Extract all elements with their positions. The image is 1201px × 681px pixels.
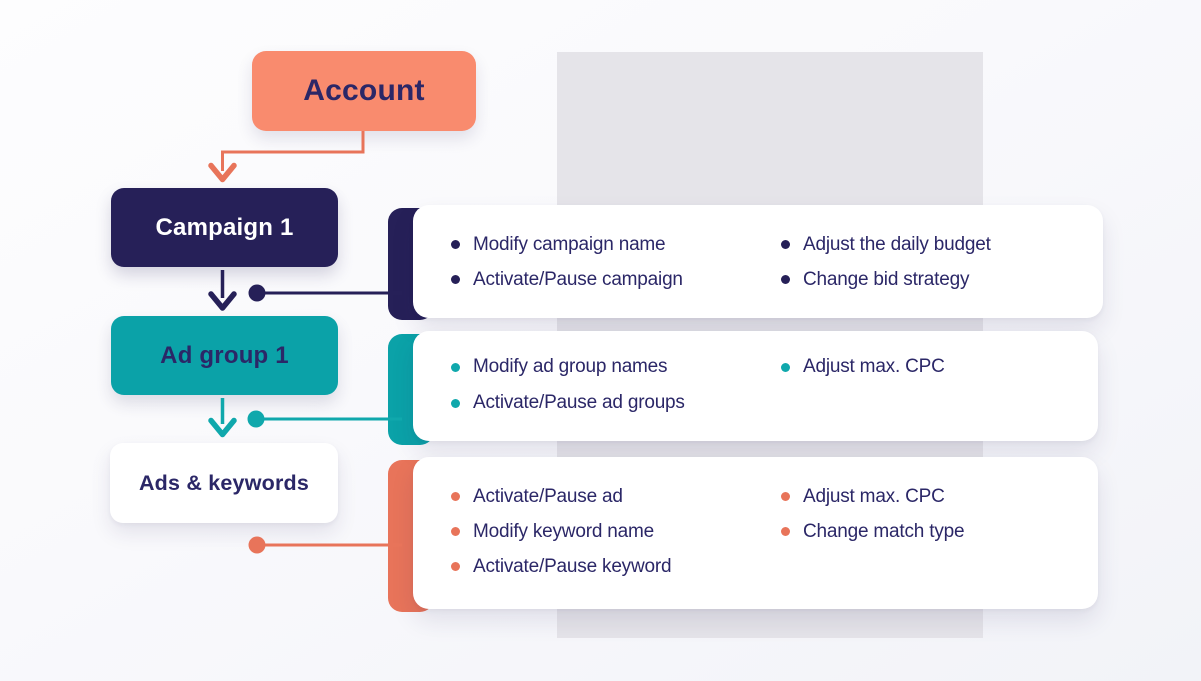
list-item: Activate/Pause campaign bbox=[451, 262, 683, 297]
node-account: Account bbox=[252, 51, 476, 131]
list-item: Change bid strategy bbox=[781, 262, 991, 297]
list-item-label: Activate/Pause ad bbox=[473, 485, 623, 507]
list-item: Adjust the daily budget bbox=[781, 227, 991, 262]
list-item: Activate/Pause ad bbox=[451, 479, 671, 514]
bullet-icon bbox=[451, 562, 460, 571]
list-item: Modify keyword name bbox=[451, 514, 671, 549]
bullet-icon bbox=[451, 398, 460, 408]
node-ad-group-1: Ad group 1 bbox=[111, 316, 338, 395]
bullet-icon bbox=[781, 527, 790, 536]
bullet-icon bbox=[451, 362, 460, 372]
list-item: Adjust max. CPC bbox=[781, 479, 964, 514]
bullet-icon bbox=[451, 275, 460, 284]
connector-dot-icon bbox=[247, 410, 265, 428]
list-item-label: Adjust max. CPC bbox=[803, 356, 945, 377]
connector-dot-icon bbox=[248, 536, 266, 554]
bullet-column-left: Activate/Pause ad Modify keyword name Ac… bbox=[451, 479, 672, 584]
bullet-icon bbox=[781, 240, 790, 249]
bullet-icon bbox=[451, 527, 460, 536]
bullet-column-left: Modify campaign name Activate/Pause camp… bbox=[451, 227, 683, 297]
list-item: Activate/Pause ad groups bbox=[451, 385, 685, 421]
arrow-down-icon bbox=[208, 162, 237, 183]
arrow-down-icon bbox=[208, 291, 237, 311]
list-item: Adjust max. CPC bbox=[781, 349, 945, 385]
bullet-column-right: Adjust max. CPC bbox=[781, 349, 945, 385]
card-adgroup-actions: Modify ad group names Activate/Pause ad … bbox=[413, 331, 1098, 441]
list-item: Modify ad group names bbox=[451, 349, 685, 385]
node-label: Ads & keywords bbox=[138, 470, 310, 495]
list-item-label: Change bid strategy bbox=[803, 268, 970, 290]
list-item-label: Modify ad group names bbox=[473, 356, 668, 377]
list-item: Change match type bbox=[781, 514, 965, 549]
card-campaign-actions: Modify campaign name Activate/Pause camp… bbox=[413, 205, 1103, 318]
bullet-column-right: Adjust max. CPC Change match type bbox=[781, 479, 965, 549]
connector-dot-icon bbox=[248, 284, 266, 302]
list-item-label: Adjust the daily budget bbox=[803, 233, 991, 255]
node-ads-keywords: Ads & keywords bbox=[110, 443, 338, 523]
list-item: Modify campaign name bbox=[451, 227, 683, 262]
arrow-down-icon bbox=[208, 417, 237, 438]
list-item-label: Activate/Pause ad groups bbox=[473, 392, 685, 413]
node-campaign-1: Campaign 1 bbox=[111, 188, 338, 267]
list-item-label: Adjust max. CPC bbox=[803, 485, 945, 507]
bullet-icon bbox=[781, 362, 790, 372]
node-label: Ad group 1 bbox=[160, 341, 289, 369]
bullet-icon bbox=[781, 492, 790, 501]
list-item-label: Modify keyword name bbox=[473, 520, 654, 542]
bullet-column-left: Modify ad group names Activate/Pause ad … bbox=[451, 349, 685, 421]
list-item: Activate/Pause keyword bbox=[451, 549, 672, 584]
list-item-label: Change match type bbox=[803, 520, 965, 542]
bullet-icon bbox=[451, 492, 460, 501]
node-label: Campaign 1 bbox=[155, 213, 294, 241]
account-to-campaign-connector-line bbox=[221, 131, 365, 171]
node-label: Account bbox=[303, 74, 425, 107]
card-ads-keywords-actions: Activate/Pause ad Modify keyword name Ac… bbox=[413, 457, 1098, 609]
bullet-column-right: Adjust the daily budget Change bid strat… bbox=[781, 227, 991, 297]
list-item-label: Modify campaign name bbox=[473, 233, 666, 255]
list-item-label: Activate/Pause campaign bbox=[473, 268, 683, 290]
bullet-icon bbox=[781, 275, 790, 284]
list-item-label: Activate/Pause keyword bbox=[473, 555, 672, 577]
bullet-icon bbox=[451, 240, 460, 249]
